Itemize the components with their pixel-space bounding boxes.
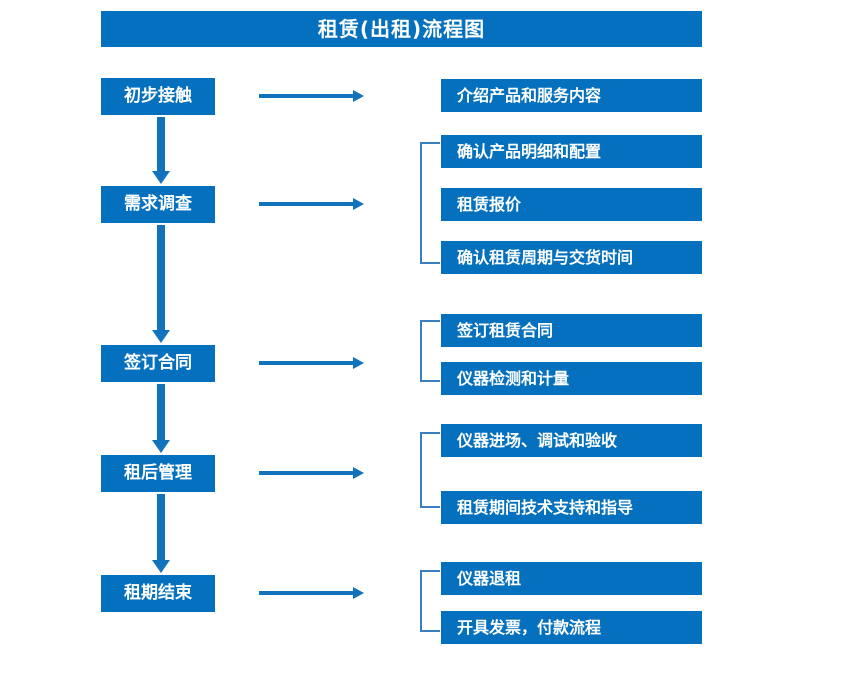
diagram-title-bar: 租赁(出租)流程图 <box>101 11 702 47</box>
stage-box-4[interactable]: 租后管理 <box>101 455 215 492</box>
task-box-2-2[interactable]: 租赁报价 <box>441 188 702 221</box>
task-group-bracket-4 <box>419 432 441 508</box>
task-box-2-3[interactable]: 确认租赁周期与交货时间 <box>441 241 702 274</box>
stage-flow-arrow-2-3 <box>150 225 172 343</box>
page-title: 租赁(出租)流程图 <box>317 17 486 41</box>
stage-label-3: 签订合同 <box>124 353 192 373</box>
task-label-5-2: 开具发票，付款流程 <box>457 617 602 637</box>
stage-label-2: 需求调查 <box>124 194 192 214</box>
task-label-4-2: 租赁期间技术支持和指导 <box>457 497 634 517</box>
stage-label-1: 初步接触 <box>124 86 192 106</box>
task-label-4-1: 仪器进场、调试和验收 <box>457 430 618 450</box>
task-box-2-1[interactable]: 确认产品明细和配置 <box>441 135 702 168</box>
stage-flow-arrow-1-2 <box>150 117 172 184</box>
task-label-3-2: 仪器检测和计量 <box>457 368 570 388</box>
task-label-2-2: 租赁报价 <box>457 194 522 214</box>
stage-box-2[interactable]: 需求调查 <box>101 186 215 223</box>
stage-to-task-arrow-1 <box>259 89 364 103</box>
task-label-5-1: 仪器退租 <box>457 568 522 588</box>
task-group-bracket-5 <box>419 570 441 632</box>
task-box-1-1[interactable]: 介绍产品和服务内容 <box>441 79 702 112</box>
task-box-5-1[interactable]: 仪器退租 <box>441 562 702 595</box>
stage-to-task-arrow-2 <box>259 197 364 211</box>
stage-label-4: 租后管理 <box>124 463 192 483</box>
stage-box-5[interactable]: 租期结束 <box>101 575 215 612</box>
stage-label-5: 租期结束 <box>124 583 192 603</box>
task-label-1-1: 介绍产品和服务内容 <box>457 85 602 105</box>
task-box-3-1[interactable]: 签订租赁合同 <box>441 314 702 347</box>
task-label-3-1: 签订租赁合同 <box>457 320 554 340</box>
task-label-2-3: 确认租赁周期与交货时间 <box>457 247 634 267</box>
stage-box-1[interactable]: 初步接触 <box>101 78 215 115</box>
stage-flow-arrow-4-5 <box>150 494 172 573</box>
stage-to-task-arrow-3 <box>259 356 364 370</box>
task-box-5-2[interactable]: 开具发票，付款流程 <box>441 611 702 644</box>
stage-to-task-arrow-4 <box>259 466 364 480</box>
task-label-2-1: 确认产品明细和配置 <box>457 141 602 161</box>
task-box-4-2[interactable]: 租赁期间技术支持和指导 <box>441 491 702 524</box>
stage-box-3[interactable]: 签订合同 <box>101 345 215 382</box>
task-box-3-2[interactable]: 仪器检测和计量 <box>441 362 702 395</box>
task-group-bracket-3 <box>419 320 441 382</box>
stage-to-task-arrow-5 <box>259 586 364 600</box>
task-group-bracket-2 <box>419 142 441 264</box>
task-box-4-1[interactable]: 仪器进场、调试和验收 <box>441 424 702 457</box>
stage-flow-arrow-3-4 <box>150 384 172 453</box>
